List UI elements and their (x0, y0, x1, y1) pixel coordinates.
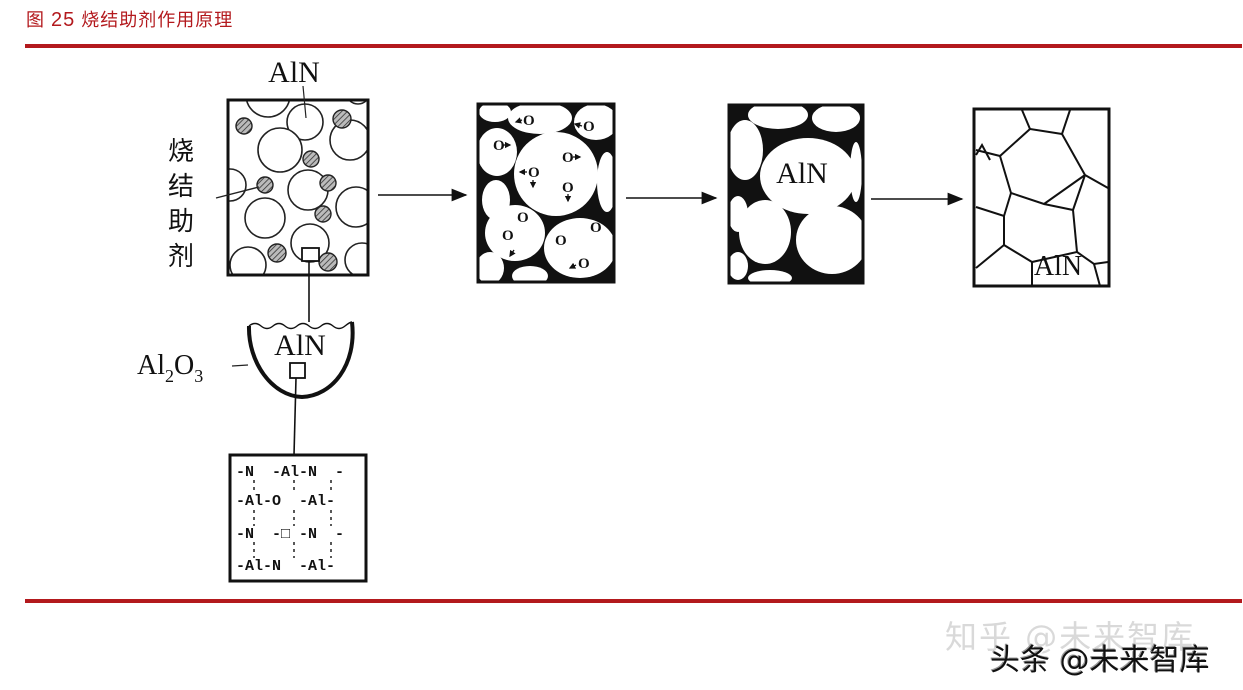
svg-text:O: O (523, 113, 535, 129)
sintering-aid-particle (235, 117, 253, 135)
zhihu-watermark: 知乎 @未来智库 (945, 618, 1196, 656)
svg-text:O: O (528, 165, 540, 181)
grain-surface-zoom: AlN Al2O3 (137, 321, 355, 400)
svg-text:O: O (583, 119, 595, 135)
svg-text:O: O (555, 233, 567, 249)
zoom-region-marker (301, 247, 320, 262)
sintering-aid-particle (332, 109, 352, 129)
svg-text:助: 助 (168, 207, 194, 237)
sintering-aid-particle (318, 252, 338, 272)
stage2-liquid-phase-panel: O O O O O O O O O O O (476, 102, 616, 284)
grain-aln-label: AlN (274, 329, 326, 362)
svg-text:O: O (562, 180, 574, 196)
sintering-aid-label: 烧 结 助 剂 (168, 137, 194, 272)
lattice-zoom-marker (289, 362, 306, 379)
sintering-aid-particle (267, 243, 287, 263)
oxygen-atoms: O O O O O O O O O O O (493, 113, 602, 272)
svg-text:O: O (590, 220, 602, 236)
sintering-aid-particle (302, 150, 320, 168)
top-divider (25, 44, 1242, 48)
svg-text:烧: 烧 (168, 137, 194, 167)
lattice-row: -Al-O -Al- (236, 493, 335, 510)
lattice-row: -N -Al-N - (236, 464, 344, 481)
sintering-aid-particle (314, 205, 332, 223)
stage4-aln-label: AlN (1034, 251, 1082, 282)
svg-text:结: 结 (168, 172, 194, 202)
svg-text:O: O (562, 150, 574, 166)
stage4-dense-panel: AlN (972, 107, 1111, 288)
figure-label: 图 (26, 10, 45, 31)
stage3-densification-panel: AlN (727, 103, 865, 285)
bottom-divider (25, 599, 1242, 603)
sintering-aid-particle (256, 176, 274, 194)
toutiao-watermark: 头条 @未来智库 (990, 643, 1210, 678)
svg-text:剂: 剂 (168, 242, 194, 272)
figure-number: 25 (51, 9, 76, 31)
svg-text:O: O (493, 138, 505, 154)
aln-label: AlN (268, 56, 320, 89)
al2o3-label: Al2O3 (137, 350, 203, 386)
stage3-aln-label: AlN (776, 157, 828, 190)
svg-text:O: O (517, 210, 529, 226)
sintering-aid-particle (319, 174, 337, 192)
svg-text:O: O (578, 256, 590, 272)
lattice-row: -N -□ -N - (236, 526, 344, 543)
svg-text:O: O (502, 228, 514, 244)
figure-caption: 烧结助剂作用原理 (81, 10, 234, 31)
lattice-structure: -N -Al-N - -Al-O -Al- -N -□ -N - -Al-N -… (228, 453, 368, 583)
lattice-row: -Al-N -Al- (236, 558, 335, 575)
stage1-powder-panel: AlN 烧 结 助 剂 (168, 56, 370, 277)
